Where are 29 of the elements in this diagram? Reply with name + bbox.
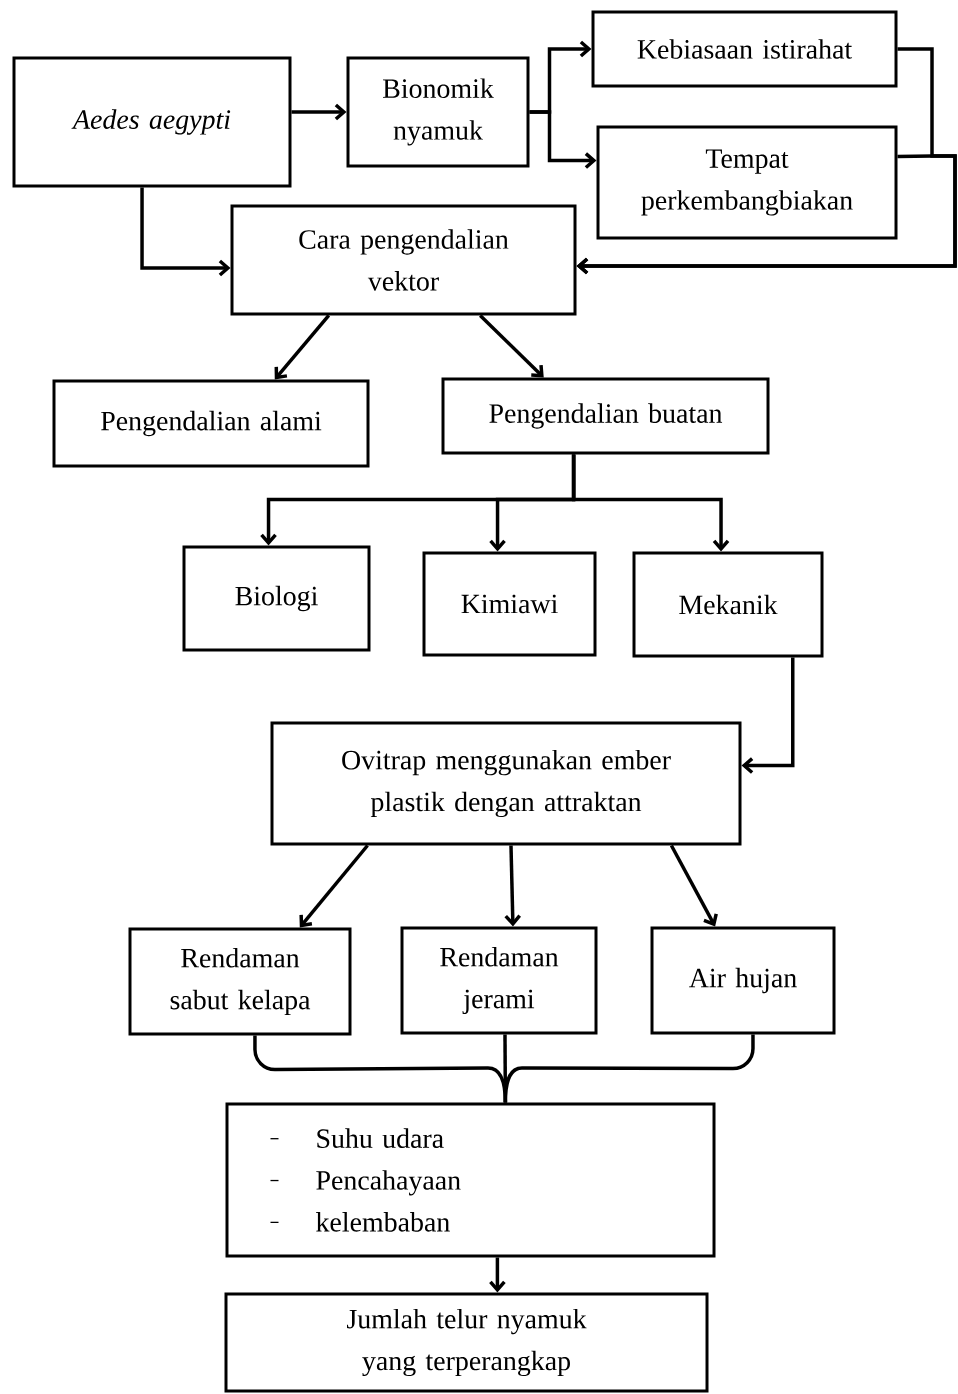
arrow (571, 454, 730, 552)
arrow (274, 314, 331, 380)
process-box: Bionomik nyamuk (346, 56, 530, 168)
process-box: Kebiasaan istirahat (591, 10, 898, 88)
process-box: Pengendalian buatan (441, 377, 770, 455)
arrow (291, 103, 347, 121)
process-box: Biologi (182, 545, 371, 652)
process-box: Pengendalian alami (52, 379, 370, 468)
arrow (529, 110, 597, 169)
process-box: Ovitrap menggunakan ember plastik dengan attraktan (270, 721, 742, 846)
arrow (140, 187, 231, 277)
arrow (576, 154, 957, 275)
process-box: Air hujan (650, 926, 836, 1035)
process-box: Cara pengendalian vektor (230, 204, 577, 316)
process-box: Suhu udara Pencahayaan kelembaban (225, 1102, 716, 1258)
connector (503, 1034, 755, 1103)
process-box: Rendaman jerami (400, 926, 598, 1035)
arrow (504, 845, 521, 927)
arrow (669, 844, 718, 927)
process-box: Tempat perkembangbiakan (596, 125, 898, 240)
process-box: Mekanik (632, 551, 824, 658)
process-box: Aedes aegypti (12, 56, 292, 188)
arrow (741, 657, 795, 774)
process-box: Kimiawi (422, 551, 597, 657)
process-box: Rendaman sabut kelapa (128, 927, 352, 1036)
arrow (479, 314, 544, 378)
process-box: Jumlah telur nyamuk yang terperangkap (224, 1292, 709, 1393)
arrow (299, 844, 369, 928)
arrow (489, 1257, 506, 1293)
